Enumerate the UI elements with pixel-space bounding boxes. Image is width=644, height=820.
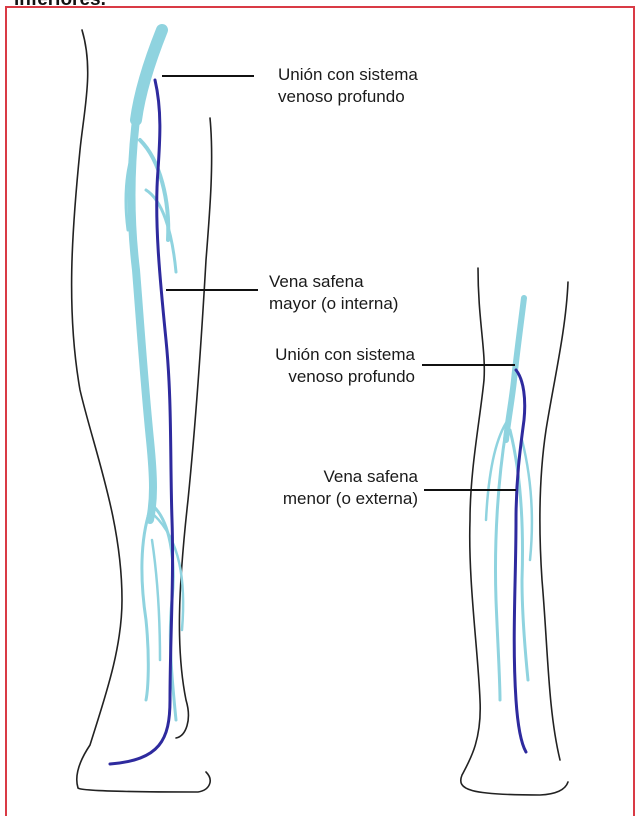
vein-branch-right-1 xyxy=(495,430,506,700)
label-ssv-junction: Unión con sistema venoso profundo xyxy=(229,344,415,388)
label-ssv-junction-line1: Unión con sistema xyxy=(229,344,415,366)
label-gsv-name: Vena safena mayor (o interna) xyxy=(269,271,398,315)
label-gsv-name-line2: mayor (o interna) xyxy=(269,293,398,315)
label-ssv-name: Vena safena menor (o externa) xyxy=(256,466,418,510)
left-leg-superficial-veins xyxy=(126,30,183,720)
label-gsv-junction-line1: Unión con sistema xyxy=(278,64,418,86)
left-leg-outer-contour xyxy=(72,30,211,792)
label-ssv-name-line1: Vena safena xyxy=(256,466,418,488)
vein-branch-lower-mid xyxy=(152,540,160,660)
label-gsv-name-line1: Vena safena xyxy=(269,271,398,293)
small-saphenous-vein xyxy=(514,370,526,752)
right-leg-superficial-veins xyxy=(486,298,532,700)
left-leg-inner-contour xyxy=(176,118,212,738)
vein-branch-upper-right-2 xyxy=(146,190,176,272)
right-leg-right-contour xyxy=(540,282,568,760)
label-gsv-junction: Unión con sistema venoso profundo xyxy=(278,64,418,108)
label-gsv-junction-line2: venoso profundo xyxy=(278,86,418,108)
label-ssv-junction-line2: venoso profundo xyxy=(229,366,415,388)
right-leg-outline xyxy=(461,268,568,795)
vein-branch-upper-right xyxy=(140,140,168,240)
vein-trunk xyxy=(132,120,154,520)
vein-branch-lower-left xyxy=(142,510,150,700)
label-ssv-name-line2: menor (o externa) xyxy=(256,488,418,510)
